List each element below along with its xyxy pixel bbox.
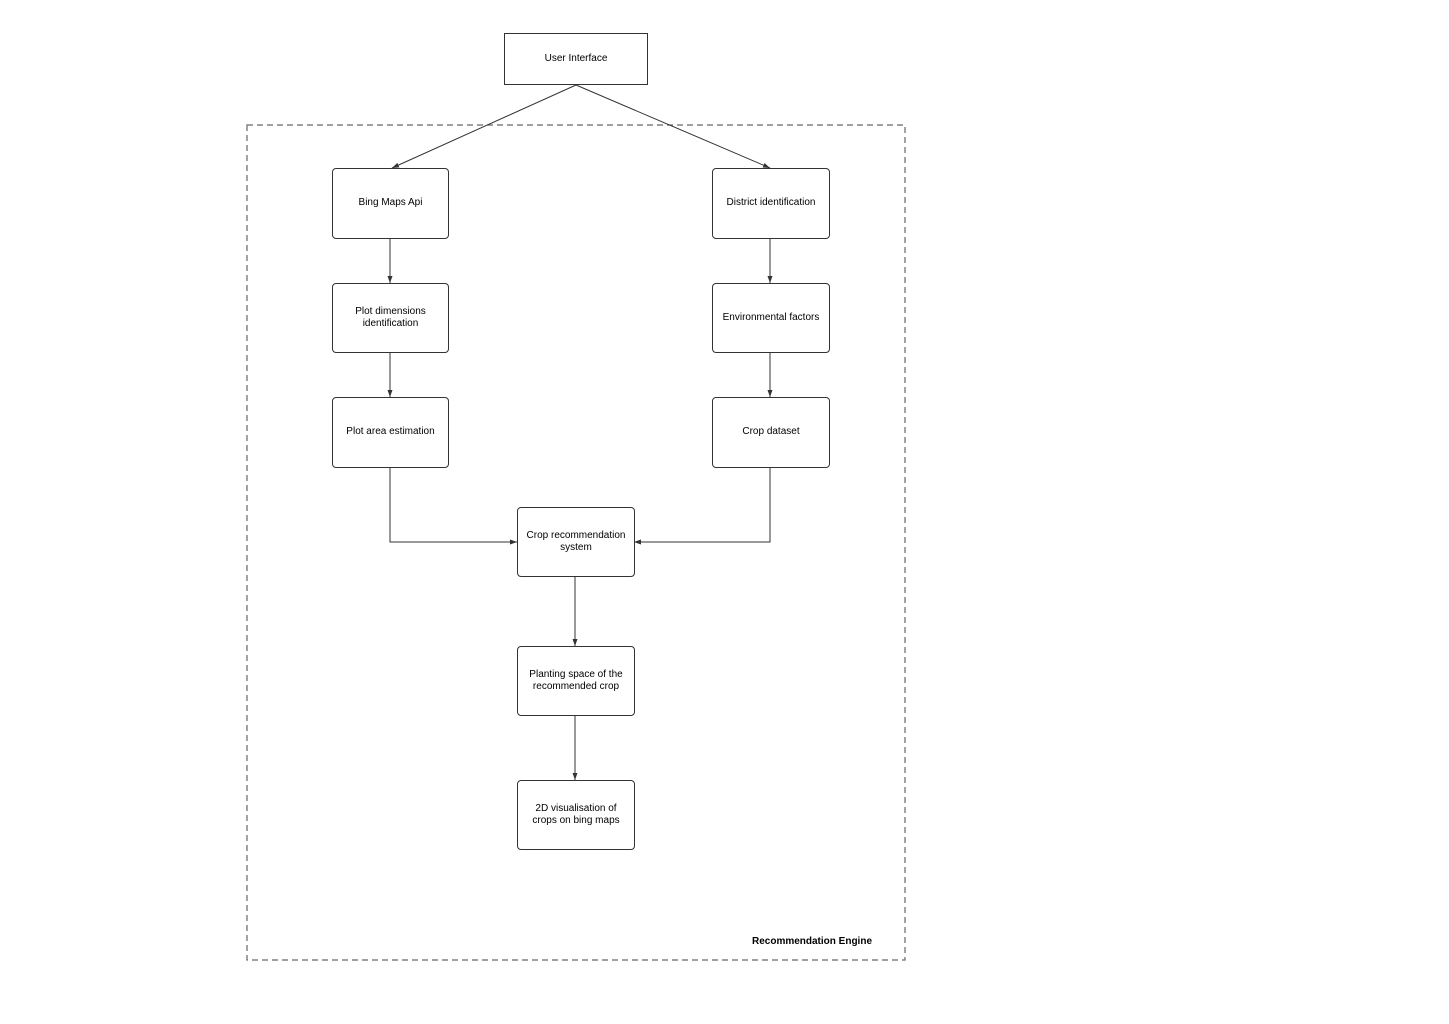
edge-dataset-to-recommendation: [634, 468, 771, 545]
node-planting-space-label: Planting space of the recommended crop: [529, 668, 623, 693]
node-user-interface-label: User Interface: [544, 52, 608, 64]
node-user-interface: User Interface: [504, 33, 648, 85]
node-district-identification-label: District identification: [726, 197, 816, 209]
node-visualisation: 2D visualisation of crops on bing maps: [517, 780, 635, 850]
node-visualisation-label: 2D visualisation of crops on bing maps: [532, 802, 620, 827]
node-crop-recommendation: Crop recommendation system: [517, 507, 635, 577]
node-bing-maps-api-label: Bing Maps Api: [358, 197, 423, 209]
node-environmental-factors-label: Environmental factors: [722, 311, 820, 323]
recommendation-engine-container: [246, 124, 906, 961]
node-bing-maps-api: Bing Maps Api: [332, 168, 449, 239]
node-planting-space: Planting space of the recommended crop: [517, 646, 635, 716]
node-environmental-factors: Environmental factors: [712, 283, 830, 353]
edge-ui-to-district: [575, 84, 771, 169]
edge-area-to-recommendation: [389, 468, 517, 545]
recommendation-engine-label: Recommendation Engine: [751, 936, 872, 947]
node-district-identification: District identification: [712, 168, 830, 239]
node-crop-dataset: Crop dataset: [712, 397, 830, 468]
node-plot-area-label: Plot area estimation: [346, 426, 435, 438]
node-plot-dimensions-label: Plot dimensions identification: [355, 305, 426, 330]
node-plot-area: Plot area estimation: [332, 397, 449, 468]
node-crop-recommendation-label: Crop recommendation system: [526, 529, 626, 554]
node-crop-dataset-label: Crop dataset: [742, 426, 800, 438]
edge-ui-to-bing: [391, 84, 577, 169]
node-plot-dimensions: Plot dimensions identification: [332, 283, 449, 353]
